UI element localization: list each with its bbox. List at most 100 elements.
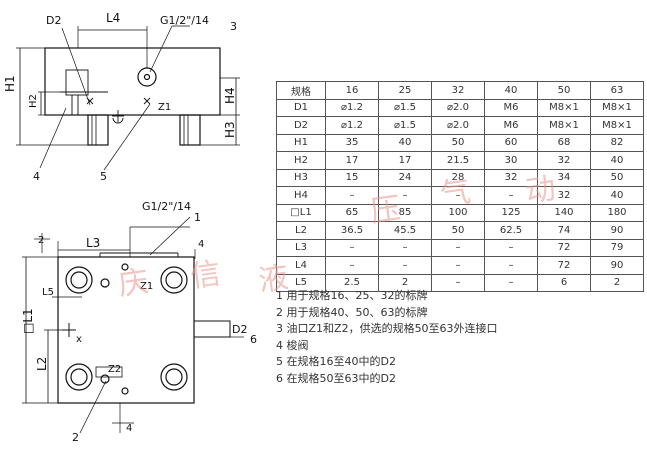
table-cell: M6 bbox=[484, 116, 538, 135]
table-cell: 125 bbox=[484, 203, 538, 222]
note-item: 1 用于规格16、25、32的标牌 bbox=[276, 289, 428, 302]
table-cell: 15 bbox=[325, 168, 379, 187]
side-boss-right bbox=[179, 114, 201, 146]
table-cell: 79 bbox=[590, 238, 644, 257]
note-item: 4 梭阀 bbox=[276, 338, 309, 352]
callout-3: 3 bbox=[230, 20, 237, 33]
callout-5: 5 bbox=[100, 170, 107, 183]
side-view-drawing: D2 L4 G1/2"/14 3 H1 H2 H4 H3 Z1 4 5 bbox=[3, 11, 240, 183]
table-header-cell: 32 bbox=[431, 81, 485, 100]
table-cell: – bbox=[378, 186, 432, 205]
table-cell: 85 bbox=[378, 203, 432, 222]
table-cell: 35 bbox=[325, 133, 379, 152]
label-h2: H2 bbox=[28, 94, 39, 108]
label-l5: L5 bbox=[42, 287, 54, 298]
bolt-hole-tr bbox=[160, 266, 188, 294]
label-dim-4a: 4 bbox=[198, 239, 204, 250]
callout-2: 2 bbox=[72, 431, 79, 444]
table-cell: 82 bbox=[590, 133, 644, 152]
table-cell: – bbox=[378, 238, 432, 257]
table-cell: 180 bbox=[590, 203, 644, 222]
bolt-hole-br bbox=[160, 363, 188, 391]
table-cell: – bbox=[484, 238, 538, 257]
label-l3: L3 bbox=[86, 236, 100, 250]
label-x: x bbox=[76, 334, 82, 345]
table-cell: – bbox=[431, 186, 485, 205]
table-header-cell: 50 bbox=[537, 81, 591, 100]
label-h1: H1 bbox=[3, 75, 17, 92]
table-row-label: L3 bbox=[276, 238, 326, 257]
table-cell: 6 bbox=[537, 273, 591, 292]
callout-1: 1 bbox=[194, 211, 201, 224]
table-row-label: D1 bbox=[276, 98, 326, 117]
table-row-label: L2 bbox=[276, 221, 326, 240]
table-cell: 140 bbox=[537, 203, 591, 222]
table-cell: 90 bbox=[590, 221, 644, 240]
table-cell: 40 bbox=[378, 133, 432, 152]
table-cell: 50 bbox=[431, 133, 485, 152]
table-cell: 17 bbox=[325, 151, 379, 170]
notes-list: 1 用于规格16、25、32的标牌 2 用于规格40、50、63的标牌 3 油口Z1… bbox=[276, 288, 498, 387]
table-header-cell: 40 bbox=[484, 81, 538, 100]
plan-body-outline bbox=[57, 256, 195, 404]
label-d2: D2 bbox=[46, 14, 61, 27]
side-body-outline bbox=[44, 47, 221, 116]
bolt-hole-tl bbox=[65, 266, 93, 294]
table-row-label: L4 bbox=[276, 256, 326, 275]
table-row-label: H1 bbox=[276, 133, 326, 152]
table-cell: 45.5 bbox=[378, 221, 432, 240]
table-cell: ⌀1.5 bbox=[378, 116, 432, 135]
table-cell: – bbox=[325, 186, 379, 205]
table-cell: 30 bbox=[484, 151, 538, 170]
table-header-cell: 16 bbox=[325, 81, 379, 100]
table-cell: 72 bbox=[537, 238, 591, 257]
callout-6: 6 bbox=[250, 333, 257, 346]
table-cell: – bbox=[431, 238, 485, 257]
label-z1: Z1 bbox=[158, 102, 171, 113]
table-cell: 21.5 bbox=[431, 151, 485, 170]
table-cell: – bbox=[431, 256, 485, 275]
table-cell: 17 bbox=[378, 151, 432, 170]
table-row-label: D2 bbox=[276, 116, 326, 135]
label-h3: H3 bbox=[223, 121, 237, 138]
table-cell: – bbox=[484, 186, 538, 205]
table-cell: 65 bbox=[325, 203, 379, 222]
table-cell: ⌀2.0 bbox=[431, 116, 485, 135]
table-cell: M8×1 bbox=[537, 98, 591, 117]
table-header-cell: 63 bbox=[590, 81, 644, 100]
label-l4: L4 bbox=[106, 11, 120, 25]
label-plan-z2: Z2 bbox=[108, 364, 121, 375]
label-plan-d2: D2 bbox=[232, 323, 247, 336]
table-cell: – bbox=[484, 273, 538, 292]
table-cell: 100 bbox=[431, 203, 485, 222]
table-cell: ⌀1.5 bbox=[378, 98, 432, 117]
table-cell: 40 bbox=[590, 151, 644, 170]
table-cell: M8×1 bbox=[537, 116, 591, 135]
label-l1: □L1 bbox=[21, 308, 35, 334]
note-item: 2 用于规格40、50、63的标牌 bbox=[276, 305, 428, 319]
label-plan-z1: Z1 bbox=[140, 281, 153, 292]
side-port-circle bbox=[137, 67, 157, 87]
table-cell: 2 bbox=[590, 273, 644, 292]
table-header-row: 规格 16 25 32 40 50 63 bbox=[276, 81, 644, 100]
plan-view-drawing: G1/2"/14 1 2 L3 4 L5 □L1 x L2 Z1 Z2 D2 6… bbox=[21, 200, 257, 444]
table-row-label: □L1 bbox=[276, 203, 326, 222]
note-item: 3 油口Z1和Z2，供选的规格50至63外连接口 bbox=[276, 322, 498, 335]
table-header-cell: 规格 bbox=[276, 81, 326, 100]
table-cell: 62.5 bbox=[484, 221, 538, 240]
table-cell: 74 bbox=[537, 221, 591, 240]
table-cell: 60 bbox=[484, 133, 538, 152]
table-cell: ⌀1.2 bbox=[325, 116, 379, 135]
table-cell: M6 bbox=[484, 98, 538, 117]
